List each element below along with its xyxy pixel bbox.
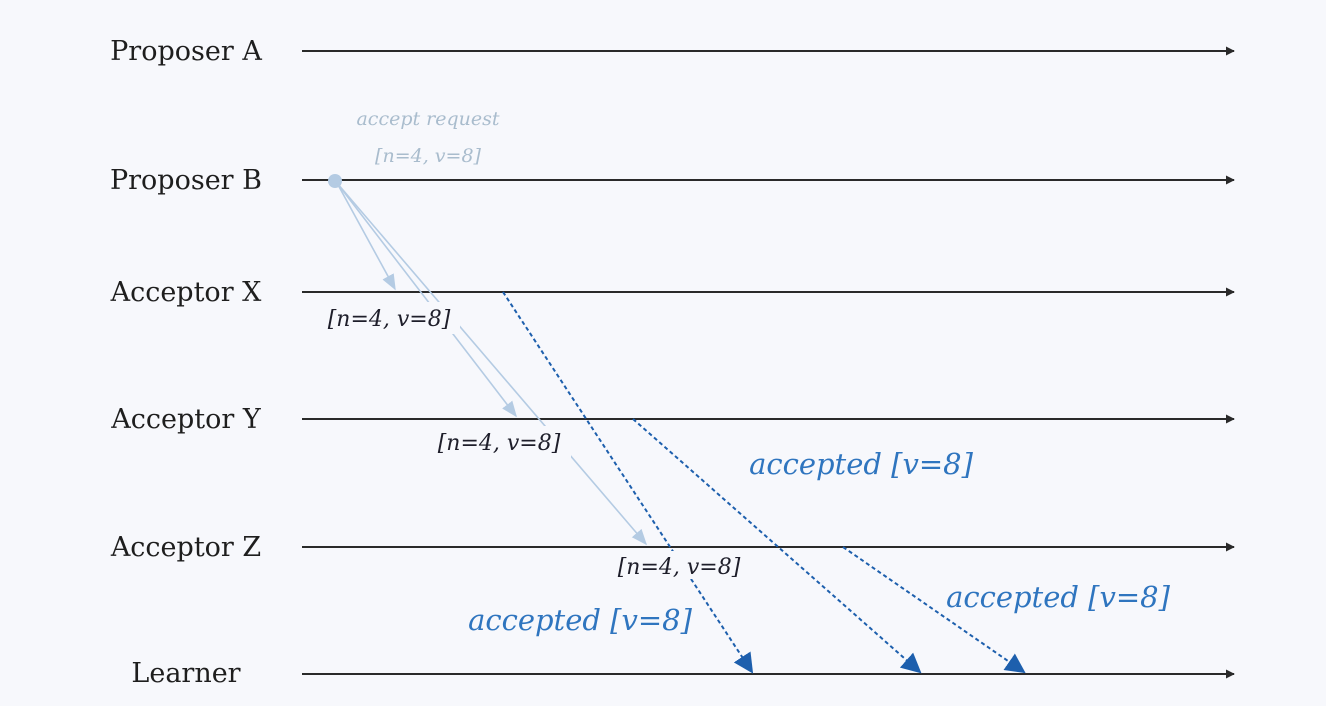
- accept-request-value-label: [n=4, v=8]: [375, 145, 481, 167]
- lane-label-acceptor-x: Acceptor X: [110, 277, 263, 308]
- accepted-label-z: accepted [v=8]: [946, 580, 1171, 614]
- accept-request-arrow-to-y: [336, 182, 517, 418]
- received-label-x: [n=4, v=8]: [328, 307, 451, 332]
- accepted-label-x: accepted [v=8]: [468, 603, 693, 637]
- lane-label-acceptor-z: Acceptor Z: [110, 532, 261, 563]
- received-label-y-halo: [428, 426, 571, 458]
- accept-request-arrow-to-z: [336, 182, 648, 546]
- received-label-x-halo: [317, 302, 460, 334]
- accepted-arrow-y-to-learner: [632, 418, 922, 674]
- accept-request-arrow-to-x: [336, 182, 396, 291]
- lane-label-acceptor-y: Acceptor Y: [110, 404, 262, 435]
- lane-label-proposer-b: Proposer B: [110, 165, 262, 196]
- lane-label-learner: Learner: [131, 658, 240, 689]
- lane-label-proposer-a: Proposer A: [110, 36, 262, 67]
- accept-request-label: accept request: [356, 108, 499, 130]
- received-label-y: [n=4, v=8]: [438, 431, 561, 456]
- accepted-arrow-z-to-learner: [842, 546, 1026, 674]
- accepted-label-y: accepted [v=8]: [749, 447, 974, 481]
- accepted-arrow-x-to-learner: [502, 291, 754, 674]
- received-label-z: [n=4, v=8]: [618, 555, 741, 580]
- received-label-z-halo: [608, 551, 751, 579]
